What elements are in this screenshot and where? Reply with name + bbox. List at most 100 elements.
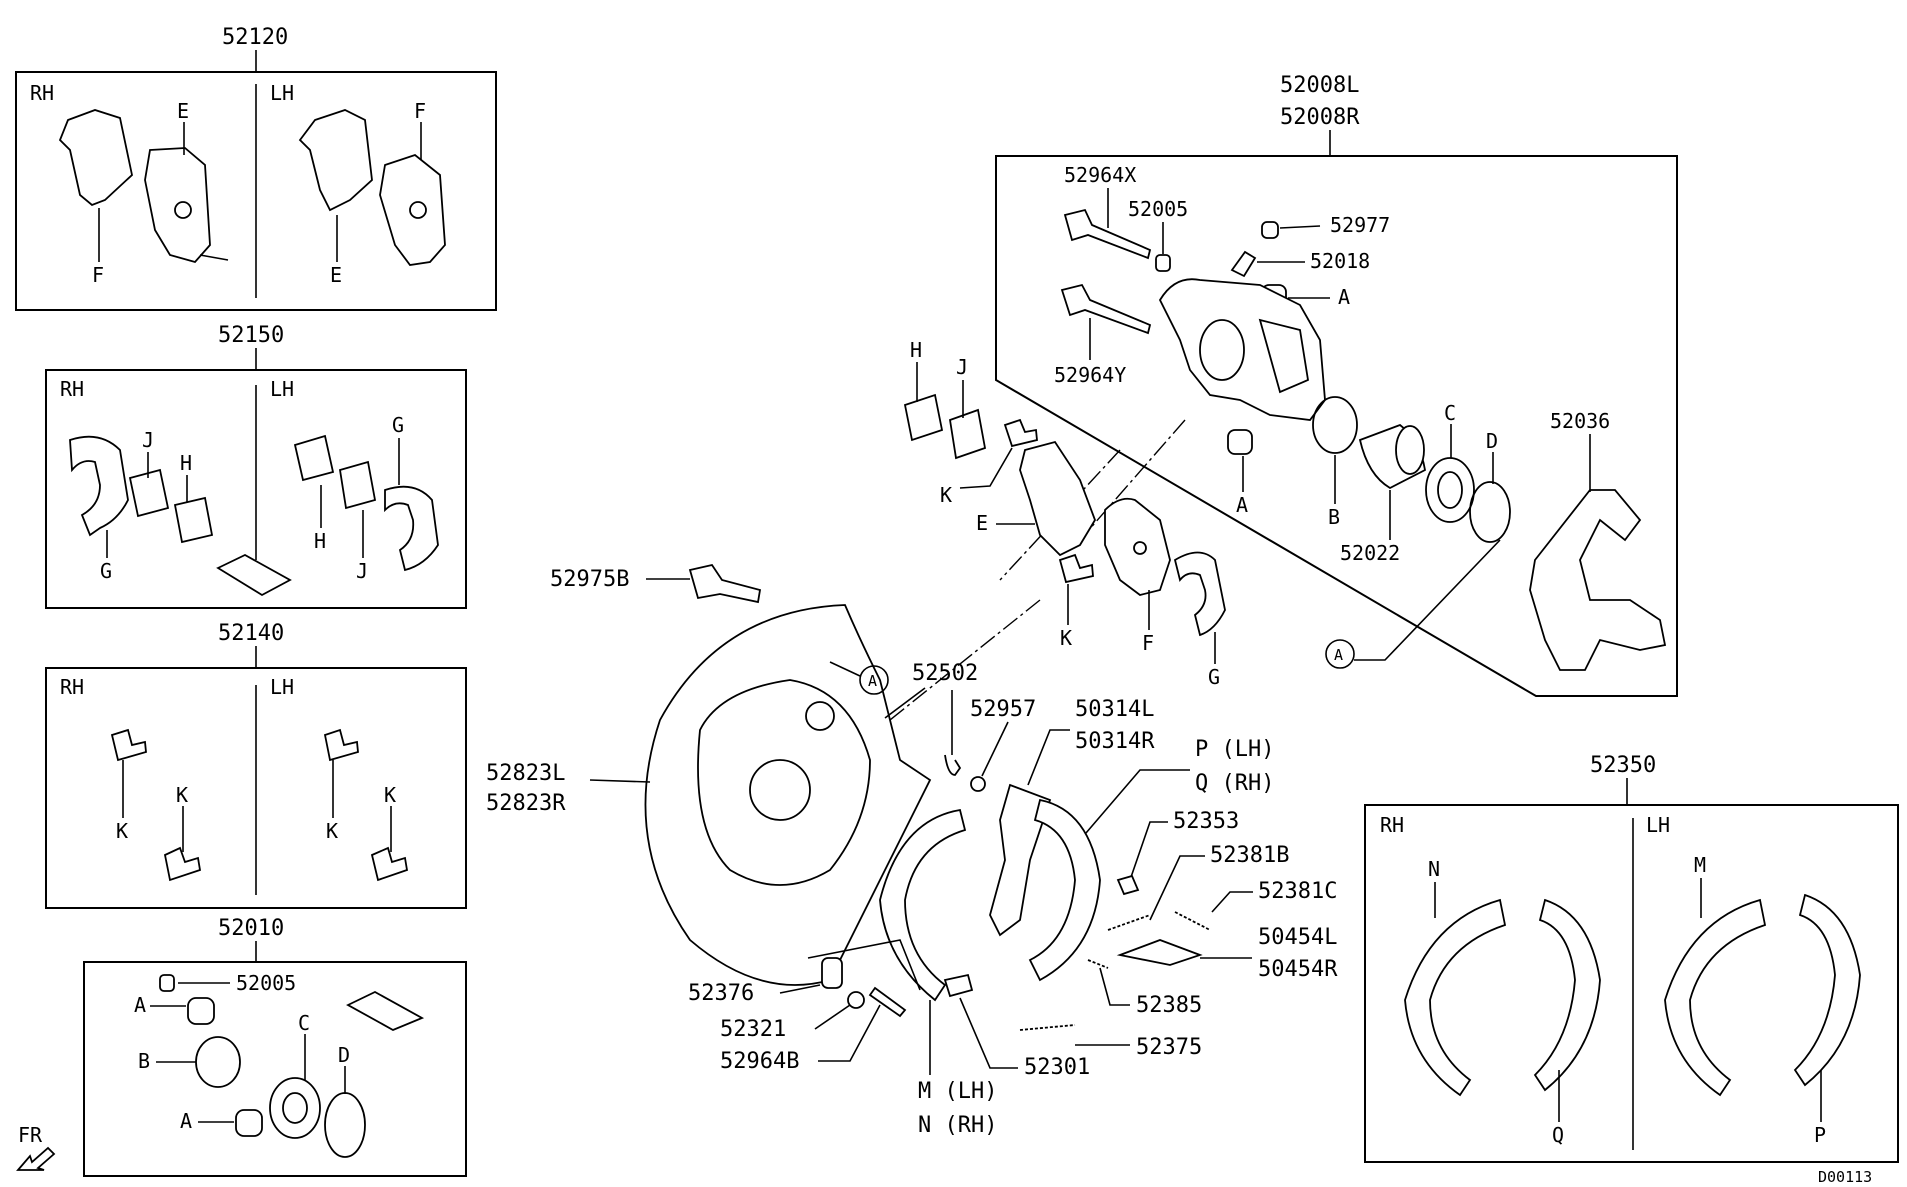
group-52120[interactable]: 52120 RH LH E F F E — [15, 25, 497, 311]
guide-bolt-52964x — [1063, 208, 1152, 260]
group-52010-part-a-2: A — [180, 1109, 192, 1133]
callout-n-rh: N (RH) — [918, 1113, 997, 1138]
pad-hole — [174, 201, 192, 219]
pad-f-hole — [1133, 541, 1147, 555]
center-ref-a: A — [868, 672, 877, 690]
group-52150-part-h-lh: H — [314, 529, 326, 553]
group-52350-box — [1364, 804, 1899, 1163]
group-52150-part-j-lh: J — [356, 559, 368, 583]
group-52008[interactable]: 52008L 52008R 52964X 52005 52977 52018 A… — [995, 73, 1678, 697]
callout-50314r: 50314R — [1075, 729, 1155, 754]
ref-a-leader — [1354, 539, 1501, 661]
spring-52385 — [1087, 959, 1109, 969]
pad-label-k-2: K — [1060, 626, 1072, 650]
pad-label-e: E — [976, 511, 988, 535]
hub-hole — [749, 759, 811, 821]
caliper-part-52036: 52036 — [1550, 409, 1610, 433]
assembly-line-3 — [889, 599, 1041, 721]
caliper-part-52964x: 52964X — [1064, 163, 1136, 187]
cap-52376 — [821, 957, 843, 989]
group-52350-part-p: P — [1814, 1123, 1826, 1147]
caliper-part-a-2: A — [1236, 493, 1248, 517]
callout-52823l: 52823L — [486, 761, 565, 786]
group-52010-box — [83, 961, 467, 1177]
clip-k-lower — [1058, 553, 1094, 584]
callout-50454l: 50454L — [1258, 925, 1337, 950]
brake-shoe-p — [1793, 893, 1861, 1087]
group-52008-number-r: 52008R — [1280, 105, 1360, 130]
group-52140-box — [45, 667, 467, 909]
group-52350-rh-label: RH — [1380, 813, 1404, 837]
boot-a-1 — [187, 997, 215, 1025]
callout-50314l: 50314L — [1075, 697, 1154, 722]
pad-k-leader — [959, 447, 1013, 489]
brake-shoe-m — [1664, 898, 1767, 1097]
callout-52385: 52385 — [1136, 993, 1202, 1018]
clip-k-lh-2 — [370, 846, 409, 882]
shim-j — [948, 408, 987, 460]
callout-52353: 52353 — [1173, 809, 1239, 834]
group-52120-part-e: E — [177, 99, 189, 123]
wheel-cylinder-mount — [805, 701, 835, 731]
group-52150-part-g-lh: G — [392, 413, 404, 437]
bolt-52964b — [868, 986, 907, 1018]
group-52150-box — [45, 369, 467, 609]
52381b-leader — [1149, 855, 1205, 921]
caliper-bracket-face — [1258, 318, 1309, 394]
callout-52502: 52502 — [912, 661, 978, 686]
group-52010-part-52005: 52005 — [236, 971, 296, 995]
shim-g-rh — [69, 435, 129, 537]
spring-52375 — [1019, 1024, 1076, 1031]
group-52350-part-q: Q — [1552, 1123, 1564, 1147]
box-ref-a: A — [1334, 646, 1343, 664]
strut-50454 — [1116, 939, 1203, 966]
shim-g-lh — [384, 485, 439, 572]
grease-packet — [216, 553, 292, 597]
caliper-bore — [1199, 319, 1245, 381]
group-52140-part-k-2: K — [176, 783, 188, 807]
callout-52375: 52375 — [1136, 1035, 1202, 1060]
52301-leader — [959, 997, 1018, 1069]
group-52008-box — [995, 155, 1678, 697]
clip-k-upper — [1003, 418, 1038, 448]
group-52150-part-j: J — [142, 428, 154, 452]
bleeder-cap-52977 — [1261, 221, 1279, 239]
brake-shoe-pq — [1028, 798, 1101, 982]
group-52350-part-m: M — [1694, 853, 1706, 877]
group-52140[interactable]: 52140 RH LH K K K K — [45, 621, 467, 909]
group-52120-rh-label: RH — [30, 81, 54, 105]
ref-circle-a-box — [1325, 639, 1355, 669]
caliper-part-d: D — [1486, 429, 1498, 453]
clip-k-lh-1 — [323, 728, 359, 762]
brake-pad-e — [1019, 440, 1096, 557]
pad-label-h: H — [910, 338, 922, 362]
seal-ring-b — [195, 1036, 241, 1088]
clip-52502 — [944, 754, 962, 776]
group-52010[interactable]: 52010 52005 A B C D A — [83, 916, 467, 1177]
callout-p-lh: P (LH) — [1195, 737, 1274, 762]
group-52150[interactable]: 52150 RH LH J H G G H J — [45, 323, 467, 609]
group-52350[interactable]: 52350 RH LH N Q M P — [1364, 753, 1899, 1163]
callout-52376: 52376 — [688, 981, 754, 1006]
spring-52381c — [1174, 911, 1211, 931]
group-52008-number-l: 52008L — [1280, 73, 1359, 98]
assembly-line-1 — [1079, 419, 1186, 541]
pad-label-j: J — [956, 355, 968, 379]
piston-boot-c-hole — [1437, 471, 1463, 509]
52385-leader — [1099, 967, 1130, 1006]
callout-m-lh: M (LH) — [918, 1079, 997, 1104]
pad-assembly[interactable]: H J K E K F G — [903, 338, 1226, 689]
group-52010-part-b: B — [138, 1049, 150, 1073]
backing-plate-assembly[interactable]: 52975B 52823L 52823R A 52502 52957 50314… — [486, 563, 1338, 1138]
shim-j-lh — [338, 460, 377, 510]
group-52350-number: 52350 — [1590, 753, 1656, 778]
group-52120-lh-label: LH — [270, 81, 294, 105]
brake-pad-lh-outer — [298, 109, 373, 212]
shim-h-lh — [293, 434, 335, 482]
washer-52957 — [970, 776, 986, 792]
boot-a-2 — [235, 1109, 263, 1137]
group-52120-number: 52120 — [222, 25, 288, 50]
group-52150-part-g: G — [100, 559, 112, 583]
52353-leader — [1129, 821, 1168, 881]
callout-52301: 52301 — [1024, 1055, 1090, 1080]
